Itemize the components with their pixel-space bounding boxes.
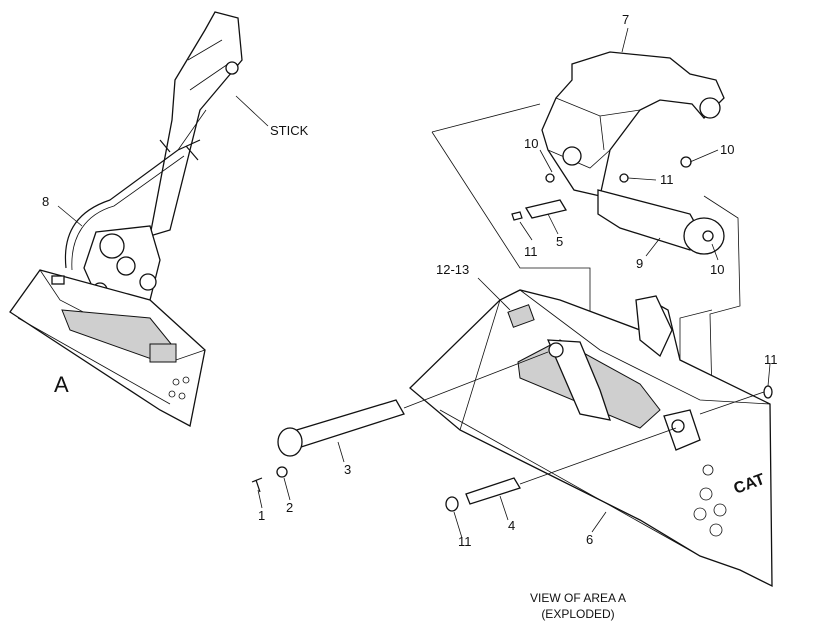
callout-10-left: 10 [524,136,538,151]
pin-5 [524,199,568,219]
clip-11e [763,385,773,399]
coupler-7-bore [562,146,582,166]
callout-7: 7 [622,12,629,27]
coupler-7-hook [699,97,721,119]
callout-12-13: 12-13 [436,262,469,277]
bucket-hole-4 [178,392,186,400]
callout-9: 9 [636,256,643,271]
callout-10-lower: 10 [710,262,724,277]
bucket-6-lug-left [546,339,611,421]
clip-11d [445,496,459,512]
clip-11e-axis [699,391,765,415]
cylinder-9 [597,189,701,251]
bucket-6 [409,289,773,588]
clip-11b [511,211,523,221]
coupler-pin-right [139,273,157,291]
coupler-pin-upper [99,233,125,259]
coupler-pin-mid [116,256,136,276]
callout-11-pin4: 11 [458,534,472,549]
callout-11-right: 11 [764,352,778,367]
callout-11-upper: 11 [660,172,674,187]
cylinder-9-port [702,230,714,242]
callout-3: 3 [344,462,351,477]
bucket-6-hole-5 [702,464,714,476]
pin-3-axis [403,351,549,409]
bucket-6-hole-3 [693,507,707,521]
bucket-cylinder [149,343,177,363]
stick-pin [225,61,239,75]
hose-fittings [159,139,199,161]
bucket-6-decal [507,304,535,328]
washer-2 [276,466,288,478]
callout-1: 1 [258,508,265,523]
bucket-hole-2 [182,376,190,384]
clip-11a [619,173,629,183]
bucket-6-hole-2 [713,503,727,517]
leader-lines [57,27,771,539]
coupler-7 [541,51,725,197]
bolt-1 [251,477,263,493]
pin-3-head [277,427,303,457]
stick-detail [177,39,229,151]
overview-machine [9,11,243,427]
phantom-left [431,131,591,342]
bucket-logo-small [51,275,65,285]
washer-10b [680,156,692,168]
pin-4 [465,477,521,505]
view-marker-a: A [54,372,69,397]
callout-6: 6 [586,532,593,547]
phantom-right [679,195,741,403]
hose-8b [71,155,185,271]
coupler-7-edges [547,97,641,169]
hose-8 [64,139,201,269]
stick-label: STICK [270,123,309,138]
washer-10a [545,173,555,183]
callout-4: 4 [508,518,515,533]
pin-4-axis [519,427,677,485]
caption-line-2: (EXPLODED) [541,607,614,621]
bucket-6-hole-1 [699,487,713,501]
bucket-6-bore-left [548,342,564,358]
pin-3 [289,399,405,449]
callout-11-pin5: 11 [524,244,538,259]
exploded-view: CAT [251,51,773,588]
bucket-6-bore-right [671,419,685,433]
bucket-hole-1 [172,378,180,386]
caption-line-1: VIEW OF AREA A [530,591,626,605]
bucket-6-ear [635,295,673,358]
bucket-body [9,269,206,427]
callout-5: 5 [556,234,563,249]
bucket-6-hole-4 [709,523,723,537]
bucket-hole-3 [168,390,176,398]
callout-2: 2 [286,500,293,515]
callout-10-right: 10 [720,142,734,157]
callout-8: 8 [42,194,49,209]
phantom-top [431,103,541,133]
